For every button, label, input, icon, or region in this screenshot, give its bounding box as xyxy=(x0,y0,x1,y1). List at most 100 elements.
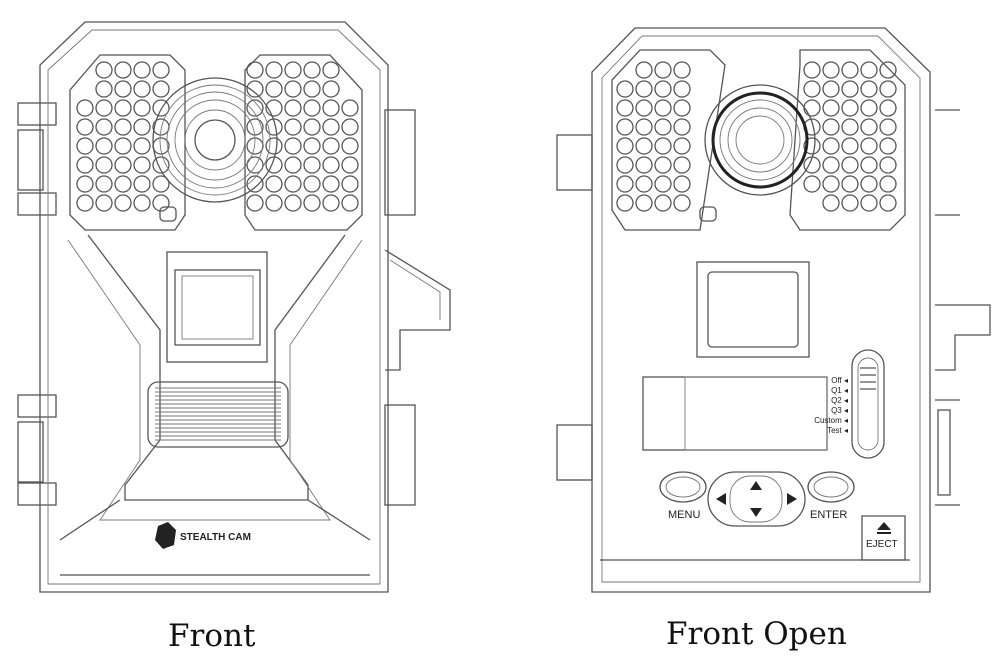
ir-led xyxy=(860,194,878,212)
stealth-cam-logo: STEALTH CAM xyxy=(155,522,251,549)
ir-led xyxy=(322,194,340,212)
right-arrow-icon[interactable] xyxy=(787,493,797,505)
ir-led xyxy=(673,99,691,117)
ir-led xyxy=(152,61,170,79)
ir-led xyxy=(322,118,340,136)
ir-led xyxy=(303,194,321,212)
ir-led xyxy=(114,118,132,136)
ir-led xyxy=(841,175,859,193)
dpad[interactable] xyxy=(707,471,806,527)
ir-led xyxy=(616,156,634,174)
left-arrow-icon[interactable] xyxy=(716,493,726,505)
ir-led xyxy=(860,156,878,174)
ir-led xyxy=(616,137,634,155)
svg-text:STEALTH CAM: STEALTH CAM xyxy=(180,532,251,543)
ir-led xyxy=(152,175,170,193)
ir-led xyxy=(341,118,359,136)
ir-led xyxy=(841,61,859,79)
ir-led xyxy=(265,194,283,212)
right-mount-brackets-open xyxy=(935,109,991,506)
ir-led xyxy=(95,99,113,117)
ir-led xyxy=(303,156,321,174)
ir-led xyxy=(265,156,283,174)
pir-window xyxy=(696,261,810,358)
ir-led xyxy=(265,61,283,79)
ir-led xyxy=(133,156,151,174)
ir-led xyxy=(265,99,283,117)
ir-led xyxy=(76,175,94,193)
ir-led xyxy=(152,156,170,174)
ir-led xyxy=(114,175,132,193)
down-arrow-icon[interactable] xyxy=(750,508,762,517)
light-sensor-open xyxy=(699,206,717,222)
ir-led xyxy=(822,118,840,136)
ir-led xyxy=(841,137,859,155)
ir-led xyxy=(879,137,897,155)
ir-led xyxy=(822,99,840,117)
ir-led xyxy=(841,80,859,98)
eject-button[interactable]: EJECT xyxy=(861,515,906,561)
ir-led xyxy=(303,61,321,79)
menu-button[interactable] xyxy=(659,471,707,503)
ir-led xyxy=(95,61,113,79)
ir-led xyxy=(673,156,691,174)
ir-led xyxy=(133,137,151,155)
ir-led xyxy=(860,175,878,193)
ir-led xyxy=(95,194,113,212)
ir-led xyxy=(284,175,302,193)
left-hinge-tabs-open xyxy=(556,134,593,481)
ir-led xyxy=(284,118,302,136)
ir-led xyxy=(303,137,321,155)
enter-button[interactable] xyxy=(807,471,855,503)
ir-led xyxy=(635,118,653,136)
ir-led xyxy=(246,80,264,98)
front-body-outline xyxy=(39,21,389,593)
ir-led xyxy=(246,156,264,174)
ir-led xyxy=(635,156,653,174)
ir-led xyxy=(76,118,94,136)
light-sensor xyxy=(159,206,177,222)
switch-label: Q3 ◂ xyxy=(831,406,848,415)
lcd-screen xyxy=(642,376,828,451)
ir-led xyxy=(322,156,340,174)
ir-led xyxy=(322,137,340,155)
front-camera: STEALTH CAM xyxy=(17,21,451,593)
ir-led xyxy=(133,99,151,117)
ir-led xyxy=(654,118,672,136)
ir-led xyxy=(341,175,359,193)
switch-label: Test ◂ xyxy=(827,426,848,435)
ir-led xyxy=(76,194,94,212)
ir-led xyxy=(322,80,340,98)
ir-led xyxy=(635,137,653,155)
ir-led xyxy=(341,194,359,212)
ir-led xyxy=(654,80,672,98)
up-arrow-icon[interactable] xyxy=(750,481,762,490)
ir-led xyxy=(673,137,691,155)
ir-led xyxy=(152,194,170,212)
ir-led xyxy=(284,61,302,79)
ir-led xyxy=(114,156,132,174)
mode-switch[interactable] xyxy=(851,349,885,459)
ir-led xyxy=(635,194,653,212)
ir-led xyxy=(803,175,821,193)
ir-led xyxy=(284,137,302,155)
ir-led xyxy=(635,80,653,98)
ir-led xyxy=(246,99,264,117)
ir-led xyxy=(322,61,340,79)
ir-led xyxy=(879,175,897,193)
ir-led xyxy=(265,137,283,155)
ir-led xyxy=(673,194,691,212)
ir-led xyxy=(616,99,634,117)
left-hinge-tabs xyxy=(17,102,57,506)
front-open-body-outline xyxy=(591,27,931,593)
ir-led xyxy=(841,194,859,212)
ir-led xyxy=(303,118,321,136)
ir-led xyxy=(76,99,94,117)
ir-led xyxy=(114,137,132,155)
ir-led xyxy=(133,61,151,79)
pir-housing xyxy=(166,251,268,363)
ir-led xyxy=(803,80,821,98)
ir-led xyxy=(860,99,878,117)
ir-led xyxy=(341,156,359,174)
ir-led xyxy=(616,175,634,193)
